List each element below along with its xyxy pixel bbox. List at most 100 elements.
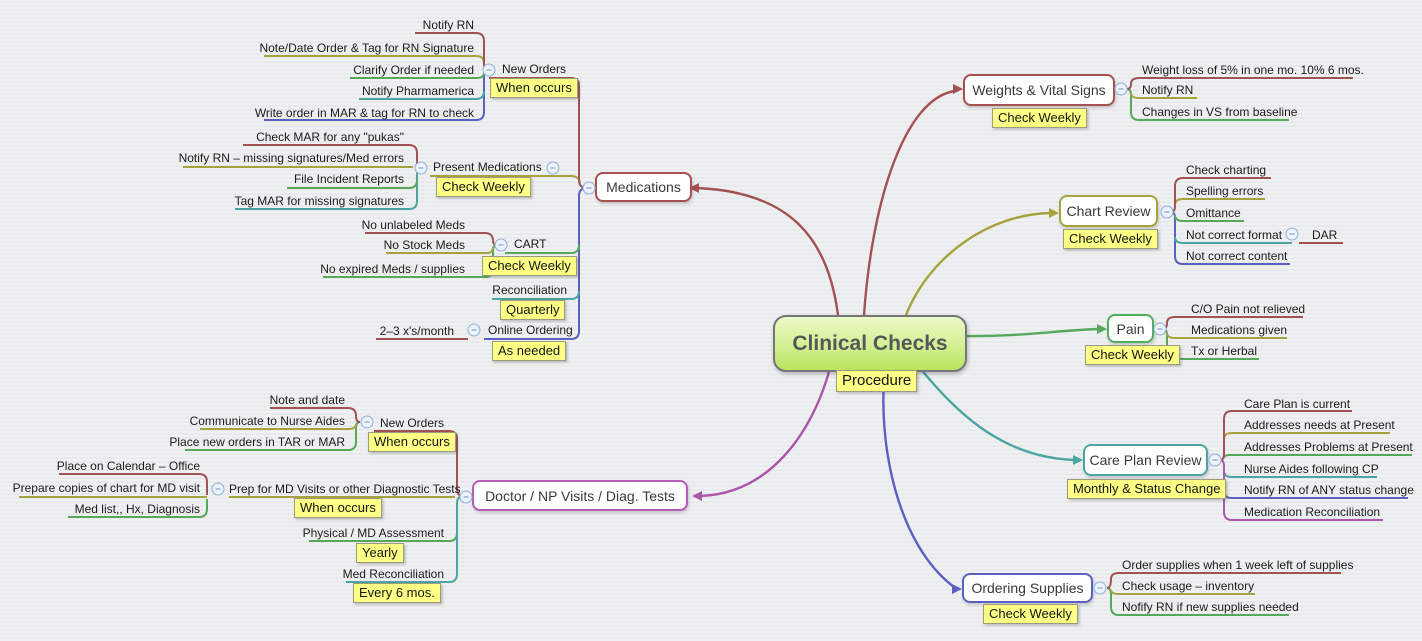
subtopic-prep-md[interactable]: Prep for MD Visits or other Diagnostic T… bbox=[229, 482, 461, 496]
leaf-notify-missing[interactable]: Notify RN – missing signatures/Med error… bbox=[178, 151, 404, 165]
tag-ordering-supplies[interactable]: Check Weekly bbox=[983, 604, 1078, 624]
tag-med-reconciliation[interactable]: Every 6 mos. bbox=[353, 583, 441, 603]
leaf-nofify-rn[interactable]: Nofify RN if new supplies needed bbox=[1122, 600, 1299, 614]
collapse-icon-weights[interactable] bbox=[1114, 82, 1128, 96]
leaf-place-calendar[interactable]: Place on Calendar – Office bbox=[56, 459, 200, 473]
topic-label: Pain bbox=[1116, 320, 1145, 337]
subtopic-physical-md[interactable]: Physical / MD Assessment bbox=[302, 526, 444, 540]
main-branch-curves bbox=[696, 89, 1100, 588]
tag-care-plan[interactable]: Monthly & Status Change bbox=[1067, 479, 1227, 499]
subtopic-new-orders-bottom[interactable]: New Orders bbox=[380, 416, 445, 430]
subtopic-cart[interactable]: CART bbox=[514, 237, 547, 251]
central-topic-label: Clinical Checks bbox=[792, 331, 948, 355]
collapse-icon-care-plan[interactable] bbox=[1208, 453, 1222, 467]
leaf-place-new-orders[interactable]: Place new orders in TAR or MAR bbox=[169, 435, 345, 449]
arrowheads bbox=[689, 84, 1107, 594]
leaf-addresses-needs[interactable]: Addresses needs at Present bbox=[1244, 418, 1395, 432]
tag-cart[interactable]: Check Weekly bbox=[482, 256, 577, 276]
leaf-co-pain[interactable]: C/O Pain not relieved bbox=[1191, 302, 1306, 316]
new-orders-bottom-lines bbox=[185, 407, 361, 451]
collapse-icon-prep-md[interactable] bbox=[211, 482, 225, 496]
leaf-changes-vs[interactable]: Changes in VS from baseline bbox=[1142, 105, 1298, 119]
tag-chart-review[interactable]: Check Weekly bbox=[1063, 229, 1158, 249]
tag-new-orders-top[interactable]: When occurs bbox=[490, 78, 578, 98]
topic-box-pain[interactable]: Pain bbox=[1107, 314, 1154, 343]
leaf-check-charting[interactable]: Check charting bbox=[1186, 163, 1267, 177]
tag-pain[interactable]: Check Weekly bbox=[1085, 345, 1180, 365]
leaf-notify-pharm[interactable]: Notify Pharmamerica bbox=[361, 84, 474, 98]
leaf-no-stock[interactable]: No Stock Meds bbox=[383, 238, 465, 252]
tag-online-ordering[interactable]: As needed bbox=[492, 341, 567, 361]
leaf-nurse-aides-cp[interactable]: Nurse Aides following CP bbox=[1244, 462, 1379, 476]
topic-box-care-plan-review[interactable]: Care Plan Review bbox=[1083, 444, 1208, 476]
leaf-notify-rn-weights[interactable]: Notify RN bbox=[1142, 83, 1194, 97]
leaf-check-mar[interactable]: Check MAR for any "pukas" bbox=[256, 130, 404, 144]
collapse-icon-ordering[interactable] bbox=[1093, 581, 1107, 595]
topic-box-ordering-supplies[interactable]: Ordering Supplies bbox=[962, 573, 1093, 603]
topic-label: Weights & Vital Signs bbox=[972, 82, 1106, 98]
tag-new-orders-bottom[interactable]: When occurs bbox=[368, 432, 456, 452]
leaf-order-supplies[interactable]: Order supplies when 1 week left of suppl… bbox=[1122, 558, 1354, 572]
topic-box-weights-vital-signs[interactable]: Weights & Vital Signs bbox=[963, 74, 1115, 106]
ordering-lines bbox=[1106, 572, 1341, 616]
leaf-note-date-order[interactable]: Note/Date Order & Tag for RN Signature bbox=[259, 41, 474, 55]
leaf-no-expired[interactable]: No expired Meds / supplies bbox=[320, 262, 465, 276]
leaf-notify-rn[interactable]: Notify RN bbox=[422, 18, 474, 32]
tag-weights[interactable]: Check Weekly bbox=[992, 108, 1087, 128]
topic-label: Medications bbox=[606, 179, 681, 195]
leaf-note-and-date[interactable]: Note and date bbox=[269, 393, 345, 407]
leaf-prepare-copies[interactable]: Prepare copies of chart for MD visit bbox=[12, 481, 200, 495]
leaf-notify-any-change[interactable]: Notify RN of ANY status change bbox=[1244, 483, 1414, 497]
tag-present-medications[interactable]: Check Weekly bbox=[436, 177, 531, 197]
subtopic-med-recon[interactable]: Med Reconciliation bbox=[342, 567, 444, 581]
central-topic[interactable]: Clinical Checks bbox=[773, 315, 967, 372]
topic-box-chart-review[interactable]: Chart Review bbox=[1059, 195, 1158, 227]
leaf-write-order-mar[interactable]: Write order in MAR & tag for RN to check bbox=[254, 106, 474, 120]
tag-prep-md[interactable]: When occurs bbox=[294, 498, 382, 518]
leaf-dar[interactable]: DAR bbox=[1312, 228, 1338, 242]
collapse-icon-medications[interactable] bbox=[582, 181, 596, 195]
collapse-icon-new-orders-top[interactable] bbox=[482, 63, 496, 77]
collapse-icon-chart-review[interactable] bbox=[1160, 205, 1174, 219]
collapse-icon-online-ordering[interactable] bbox=[467, 323, 481, 337]
leaf-tx-herbal[interactable]: Tx or Herbal bbox=[1191, 344, 1258, 358]
topic-box-medications[interactable]: Medications bbox=[595, 172, 692, 202]
subtopic-online-ordering[interactable]: Online Ordering bbox=[488, 323, 573, 337]
topic-label: Care Plan Review bbox=[1089, 452, 1202, 468]
central-topic-tag[interactable]: Procedure bbox=[836, 370, 918, 392]
collapse-icon-new-orders-bottom[interactable] bbox=[360, 415, 374, 429]
leaf-not-correct-format[interactable]: Not correct format bbox=[1186, 228, 1283, 242]
leaf-not-correct-content[interactable]: Not correct content bbox=[1186, 249, 1288, 263]
leaf-med-list[interactable]: Med list,, Hx, Diagnosis bbox=[74, 502, 200, 516]
leaf-communicate-aides[interactable]: Communicate to Nurse Aides bbox=[189, 414, 345, 428]
leaf-omittance[interactable]: Omittance bbox=[1186, 206, 1241, 220]
leaf-cp-current[interactable]: Care Plan is current bbox=[1244, 397, 1351, 411]
tag-physical[interactable]: Yearly bbox=[356, 543, 404, 563]
collapse-icon-dar[interactable] bbox=[1285, 227, 1299, 241]
collapse-icon-present-meds-left[interactable] bbox=[414, 161, 428, 175]
topic-label: Ordering Supplies bbox=[971, 580, 1084, 596]
leaf-clarify-order[interactable]: Clarify Order if needed bbox=[353, 63, 474, 77]
subtopic-new-orders-top[interactable]: New Orders bbox=[502, 62, 567, 76]
leaf-addresses-problems[interactable]: Addresses Problems at Present bbox=[1244, 440, 1413, 454]
collapse-icon-pain[interactable] bbox=[1153, 322, 1167, 336]
tag-reconciliation[interactable]: Quarterly bbox=[500, 300, 566, 320]
leaf-medications-given[interactable]: Medications given bbox=[1191, 323, 1288, 337]
leaf-tag-mar[interactable]: Tag MAR for missing signatures bbox=[234, 194, 404, 208]
leaf-2-3-month[interactable]: 2–3 x's/month bbox=[379, 324, 454, 338]
leaf-check-usage[interactable]: Check usage – inventory bbox=[1122, 579, 1255, 593]
collapse-icon-present-meds-right[interactable] bbox=[546, 161, 560, 175]
subtopic-present-meds[interactable]: Present Medications bbox=[433, 160, 542, 174]
topic-box-doctor-np-visits[interactable]: Doctor / NP Visits / Diag. Tests bbox=[472, 480, 688, 511]
collapse-icon-cart[interactable] bbox=[494, 238, 508, 252]
leaf-file-incident[interactable]: File Incident Reports bbox=[293, 172, 404, 186]
leaf-med-reconciliation[interactable]: Medication Reconciliation bbox=[1244, 505, 1381, 519]
leaf-spelling-errors[interactable]: Spelling errors bbox=[1186, 184, 1264, 198]
topic-label: Doctor / NP Visits / Diag. Tests bbox=[485, 487, 675, 504]
leaf-no-unlabeled[interactable]: No unlabeled Meds bbox=[361, 218, 465, 232]
subtopic-reconciliation[interactable]: Reconciliation bbox=[492, 283, 567, 297]
leaf-weight-loss[interactable]: Weight loss of 5% in one mo. 10% 6 mos. bbox=[1142, 63, 1364, 77]
collapse-icon-doctor[interactable] bbox=[459, 490, 473, 504]
